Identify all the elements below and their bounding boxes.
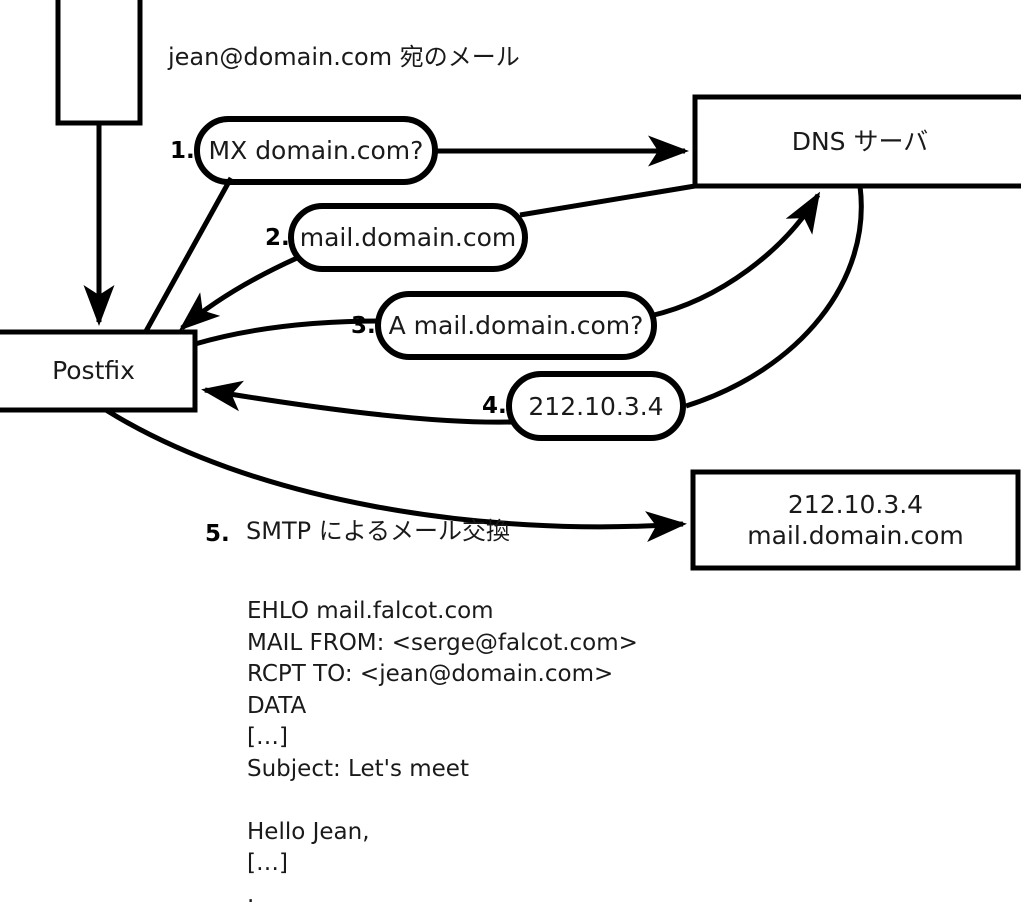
postfix-box bbox=[0, 329, 198, 413]
client-box bbox=[55, 0, 143, 126]
smtp-transcript-line: MAIL FROM: <serge@falcot.com> bbox=[247, 629, 638, 656]
smtp-transcript-line: […] bbox=[247, 724, 288, 750]
bubble-1-mx-query bbox=[194, 116, 438, 185]
edge-step5-postfix-to-mailserver bbox=[104, 407, 687, 542]
smtp-transcript-line bbox=[247, 785, 638, 817]
step-number-1: 1. bbox=[170, 138, 195, 164]
step-number-4: 4. bbox=[482, 393, 507, 419]
smtp-transcript-line: EHLO mail.falcot.com bbox=[247, 598, 494, 624]
step-number-2: 2. bbox=[265, 225, 290, 251]
step-5-caption: SMTP によるメール交換 bbox=[246, 517, 510, 545]
smtp-transcript-line: RCPT TO: <jean@domain.com> bbox=[247, 661, 614, 687]
step-number-5: 5. bbox=[205, 521, 230, 547]
mail-server-box bbox=[690, 469, 1021, 571]
dns-server-box bbox=[692, 94, 1021, 189]
bubble-4-a-answer bbox=[506, 371, 686, 441]
smtp-transcript-line: Hello Jean, bbox=[247, 818, 370, 845]
mail-destination-caption: jean@domain.com 宛のメール bbox=[168, 43, 520, 71]
smtp-transcript-line: DATA bbox=[247, 692, 307, 719]
edge-step3-postfix-to-bubble bbox=[194, 318, 382, 347]
smtp-transcript-line: . bbox=[247, 881, 255, 908]
bubble-3-a-query bbox=[375, 291, 657, 360]
step-number-3: 3. bbox=[351, 313, 376, 339]
bubble-2-mx-answer bbox=[288, 203, 528, 272]
edge-step2-bubble-to-postfix bbox=[178, 255, 299, 331]
edge-step3-bubble-to-dns bbox=[649, 191, 821, 319]
edge-step4-bubble-to-postfix bbox=[201, 380, 513, 425]
edge-step4-dns-to-bubble bbox=[685, 185, 864, 409]
edge-step2-dns-to-bubble bbox=[519, 183, 696, 218]
smtp-transcript-line: Subject: Let's meet bbox=[247, 755, 469, 782]
smtp-transcript-line: […] bbox=[247, 850, 288, 876]
edge-step1-postfix-to-bubble bbox=[142, 176, 234, 335]
